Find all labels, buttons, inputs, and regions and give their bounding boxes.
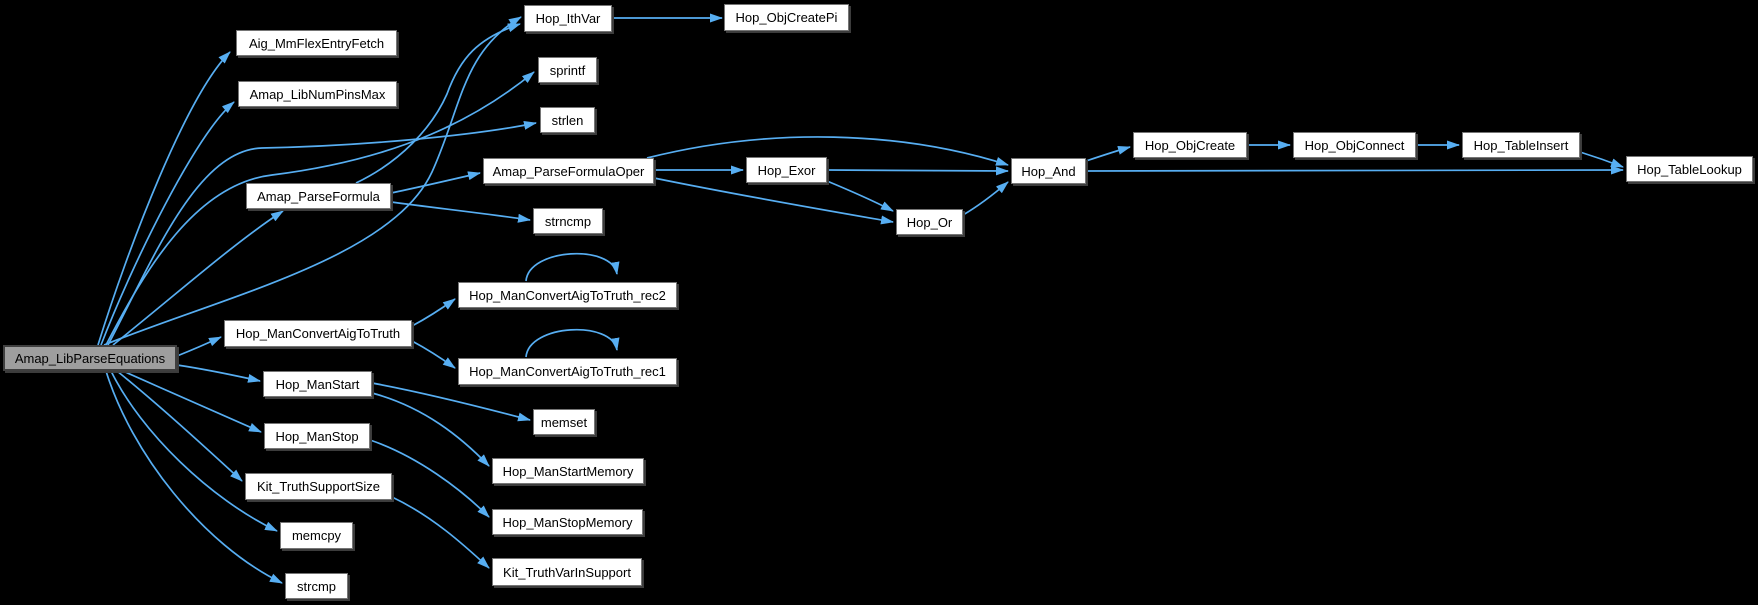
node-amap-parseformulaoper[interactable]: Amap_ParseFormulaOper [483, 158, 654, 184]
node-hop-manstop[interactable]: Hop_ManStop [264, 423, 370, 449]
edge-amap-parseformulaoper-to-hop-and [646, 136, 1009, 166]
node-amap-parseformula[interactable]: Amap_ParseFormula [246, 183, 391, 209]
edge-main-to-sprintf [105, 71, 535, 346]
edge-hop-manconvertaigtotruth-to-rec1 [411, 340, 456, 369]
node-memset[interactable]: memset [533, 409, 595, 435]
edge-main-to-hop-manstop [122, 370, 262, 433]
edge-hop-and-to-hop-tablelookup [1085, 165, 1624, 175]
node-strcmp[interactable]: strcmp [285, 573, 348, 599]
edge-main-to-strlen [107, 120, 537, 346]
edge-hop-tableinsert-to-hop-tablelookup [1579, 151, 1624, 168]
node-hop-manstopmemory[interactable]: Hop_ManStopMemory [492, 509, 643, 535]
edge-kit-truthsupportsize-to-kit-truthvarinsupport [391, 496, 490, 569]
edge-hop-or-to-hop-and [962, 181, 1009, 216]
edge-main-to-memcpy [110, 370, 278, 532]
node-hop-objcreatepi[interactable]: Hop_ObjCreatePi [724, 4, 849, 31]
node-strlen[interactable]: strlen [540, 107, 595, 133]
edge-hop-and-to-hop-objcreate [1085, 145, 1131, 162]
edge-hop-manstart-to-memset [371, 382, 531, 422]
edge-amap-parseformula-to-hop-ithvar [355, 23, 521, 184]
node-hop-ithvar[interactable]: Hop_IthVar [524, 5, 612, 32]
node-memcpy[interactable]: memcpy [280, 522, 353, 549]
node-hop-objconnect[interactable]: Hop_ObjConnect [1293, 132, 1416, 158]
node-kit-truthsupportsize[interactable]: Kit_TruthSupportSize [245, 473, 392, 500]
node-hop-and[interactable]: Hop_And [1011, 158, 1086, 184]
edge-hop-exor-to-hop-and [826, 166, 1009, 176]
node-kit-truthvarinsupport[interactable]: Kit_TruthVarInSupport [492, 558, 642, 586]
edge-amap-parseformulaoper-to-hop-or [653, 177, 894, 225]
node-hop-or[interactable]: Hop_Or [896, 209, 963, 235]
node-hop-manstart[interactable]: Hop_ManStart [263, 371, 372, 397]
edge-hop-manconvertaigtotruth-to-rec2 [411, 298, 456, 327]
edge-hop-manstop-to-hop-manstopmemory [369, 439, 490, 518]
node-strncmp[interactable]: strncmp [533, 208, 603, 234]
node-amap-libnumpinsmax[interactable]: Amap_LibNumPinsMax [238, 81, 397, 107]
node-hop-manstartmemory[interactable]: Hop_ManStartMemory [492, 458, 644, 484]
edge-main-to-hop-ithvar [103, 16, 522, 346]
node-hop-manconvertaigtotruth-rec2[interactable]: Hop_ManConvertAigToTruth_rec2 [458, 282, 677, 308]
edge-main-to-kit-truthsupportsize [116, 370, 243, 482]
node-hop-objcreate[interactable]: Hop_ObjCreate [1133, 132, 1247, 158]
edge-amap-parseformula-to-strncmp [390, 201, 531, 223]
edge-main-to-aig-mmflexentryfetch [97, 51, 231, 346]
edge-hop-manstart-to-hop-manstartmemory [371, 392, 490, 467]
node-sprintf[interactable]: sprintf [538, 57, 597, 83]
node-hop-tablelookup[interactable]: Hop_TableLookup [1626, 156, 1753, 182]
edge-main-to-amap-libnumpinsmax [100, 101, 235, 346]
node-hop-exor[interactable]: Hop_Exor [746, 157, 827, 183]
edge-main-to-strcmp [105, 370, 283, 584]
edge-main-to-amap-parseformula [112, 210, 284, 346]
node-aig-mmflexentryfetch[interactable]: Aig_MmFlexEntryFetch [236, 30, 397, 56]
edge-rec2-self-loop [525, 252, 620, 282]
node-hop-manconvertaigtotruth-rec1[interactable]: Hop_ManConvertAigToTruth_rec1 [458, 358, 677, 385]
node-hop-tableinsert[interactable]: Hop_TableInsert [1462, 132, 1580, 158]
edge-rec1-self-loop [525, 328, 620, 358]
node-hop-manconvertaigtotruth[interactable]: Hop_ManConvertAigToTruth [224, 320, 412, 347]
edge-main-to-hop-manconvertaigtotruth [176, 336, 222, 357]
node-amap-libparseequations: Amap_LibParseEquations [3, 345, 177, 371]
edge-amap-parseformula-to-amap-parseformulaoper [390, 171, 481, 194]
edge-main-to-hop-manstart [176, 364, 261, 383]
edge-hop-exor-to-hop-or [826, 180, 894, 212]
